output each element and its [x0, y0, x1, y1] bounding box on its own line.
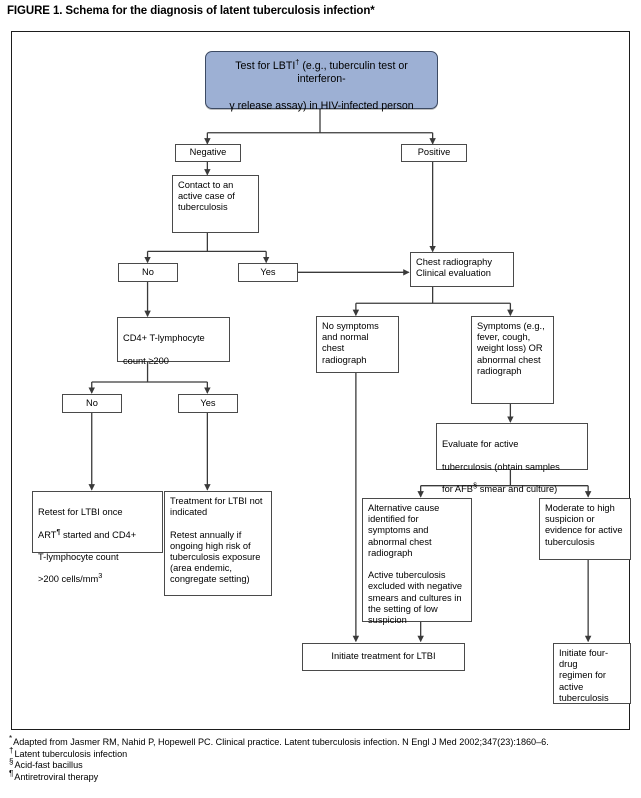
node-retest-line2b: started and CD4+: [60, 529, 137, 540]
node-test-ltbi: Test for LBTI† (e.g., tuberculin test or…: [205, 51, 438, 113]
footnote-marker: *: [9, 733, 13, 743]
node-cd4-yes: Yes: [178, 394, 238, 413]
footnote-marker-dagger: †: [295, 57, 300, 67]
footnotes: *Adapted from Jasmer RM, Nahid P, Hopewe…: [9, 733, 637, 784]
node-cd4-count-line1: CD4+ T-lymphocyte: [123, 333, 205, 344]
footnote-marker-pilcrow: ¶: [56, 526, 61, 536]
node-cd4-no: No: [62, 394, 122, 413]
figure-frame: Test for LBTI† (e.g., tuberculin test or…: [11, 31, 631, 730]
node-evaluate-line3b: smear and culture): [477, 484, 558, 495]
footnote-item: §Acid-fast bacillus: [9, 757, 637, 772]
node-positive: Positive: [401, 144, 467, 162]
footnote-text: Latent tuberculosis infection: [14, 748, 128, 759]
node-alternative-cause: Alternative cause identified for symptom…: [362, 498, 472, 625]
page-title: FIGURE 1. Schema for the diagnosis of la…: [7, 5, 375, 17]
node-negative: Negative: [175, 144, 241, 162]
footnote-text: Antiretroviral therapy: [14, 771, 99, 782]
node-symptoms: Symptoms (e.g., fever, cough, weight los…: [471, 316, 554, 404]
node-cd4-count: CD4+ T-lymphocyte count ≥200: [117, 317, 230, 366]
node-evaluate-line1: Evaluate for active: [442, 439, 519, 450]
node-test-ltbi-line1: Test for LBTI: [235, 59, 296, 72]
node-retest-line1: Retest for LTBI once: [38, 507, 123, 518]
footnote-item: *Adapted from Jasmer RM, Nahid P, Hopewe…: [9, 733, 637, 749]
node-treatment-not-indicated: Treatment for LTBI not indicated Retest …: [164, 491, 272, 596]
node-moderate-high-suspicion: Moderate to high suspicion or evidence f…: [539, 498, 631, 560]
node-test-ltbi-line1b: (e.g., tuberculin test or interferon-: [297, 59, 408, 86]
node-contact-active-case: Contact to an active case of tuberculosi…: [172, 175, 259, 233]
footnote-text: Adapted from Jasmer RM, Nahid P, Hopewel…: [13, 737, 549, 747]
node-retest-line4a: >200 cells/mm: [38, 574, 99, 585]
node-cd4-count-line2: count ≥200: [123, 355, 169, 366]
node-chest-radiography: Chest radiography Clinical evaluation: [410, 252, 514, 287]
node-contact-yes: Yes: [238, 263, 298, 282]
node-evaluate-line2: tuberculosis (obtain samples: [442, 461, 560, 472]
footnote-marker-section: §: [473, 480, 478, 490]
node-evaluate-line3a: for AFB: [442, 484, 474, 495]
footnote-item: †Latent tuberculosis infection: [9, 745, 637, 761]
footnote-item: ¶Antiretroviral therapy: [9, 768, 637, 784]
node-retest-superscript-3: 3: [98, 571, 103, 581]
node-contact-no: No: [118, 263, 178, 282]
footnote-marker: †: [9, 745, 14, 755]
node-retest-line2a: ART: [38, 529, 57, 540]
footnote-marker: ¶: [9, 768, 14, 778]
flow-connectors: [88, 108, 592, 643]
footnote-marker: §: [9, 757, 14, 767]
node-initiate-ltbi-treatment: Initiate treatment for LTBI: [302, 643, 465, 671]
node-test-ltbi-line2: γ release assay) in HIV-infected person: [229, 100, 414, 113]
node-no-symptoms: No symptoms and normal chest radiograph: [316, 316, 399, 373]
node-initiate-four-drug: Initiate four-drug regimen for active tu…: [553, 643, 631, 704]
footnote-text: Acid-fast bacillus: [14, 760, 83, 771]
node-evaluate-active: Evaluate for active tuberculosis (obtain…: [436, 423, 588, 494]
node-retest-line3: T-lymphocyte count: [38, 552, 119, 563]
node-retest-ltbi: Retest for LTBI once ART¶ started and CD…: [32, 491, 163, 584]
